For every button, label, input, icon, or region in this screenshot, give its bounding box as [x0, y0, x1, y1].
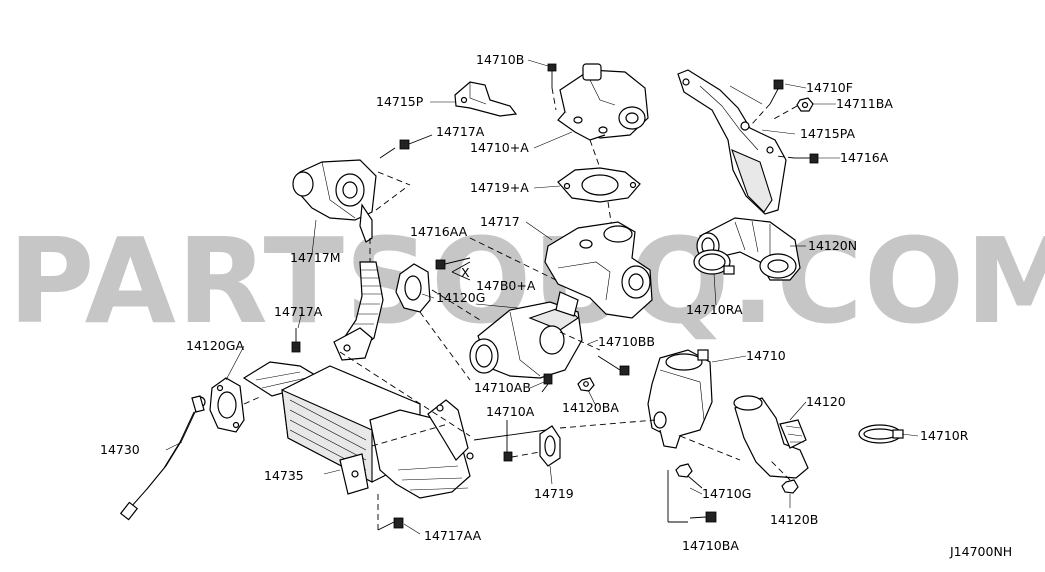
bolt-14717aa[interactable]	[377, 494, 404, 531]
bolt-14710ba[interactable]	[667, 470, 717, 523]
label-14120g: 14120G	[436, 290, 485, 305]
label-14717a-mid: 14717A	[274, 304, 323, 319]
egr-valve-14717m[interactable]	[292, 159, 377, 243]
bolt-14710ab[interactable]	[541, 373, 553, 393]
bracket-14715pa[interactable]	[677, 69, 787, 215]
bolt-14717a-mid[interactable]	[291, 328, 301, 353]
gasket-14719-plus-a[interactable]	[557, 167, 641, 203]
label-14710g: 14710G	[702, 486, 751, 501]
egr-pipe-flexible[interactable]	[333, 261, 384, 361]
bolt-14717a-top[interactable]	[379, 134, 433, 159]
sensor-cable-14730[interactable]	[119, 395, 206, 521]
label-14717: 14717	[480, 214, 520, 229]
label-14716aa: 14716AA	[410, 224, 468, 239]
bolt-14710bb[interactable]	[597, 355, 630, 376]
bolt-14710f[interactable]	[751, 79, 784, 125]
label-14717aa: 14717AA	[424, 528, 482, 543]
label-147b0-plus-a: 147B0+A	[476, 278, 536, 293]
label-14710ra: 14710RA	[686, 302, 743, 317]
label-14710bb: 14710BB	[598, 334, 655, 349]
label-14717a-top: 14717A	[436, 124, 485, 139]
gasket-14120g[interactable]	[395, 263, 431, 313]
label-14710a: 14710A	[486, 404, 535, 419]
part-labels: 14710B 14710F 14711BA 14715P 14715PA 147…	[100, 52, 1012, 559]
gasket-14120ga[interactable]	[209, 377, 245, 433]
label-14120n: 14120N	[808, 238, 857, 253]
nut-14120ba[interactable]	[577, 377, 595, 392]
clamp-14710r[interactable]	[858, 424, 904, 444]
diagram-code: J14700NH	[949, 544, 1012, 559]
label-14730: 14730	[100, 442, 140, 457]
nut-14711ba[interactable]	[771, 97, 814, 121]
bolt-14710a[interactable]	[503, 420, 541, 462]
label-14715p: 14715P	[376, 94, 424, 109]
nut-14120b[interactable]	[769, 459, 799, 494]
egr-valve-14710[interactable]	[647, 349, 713, 449]
egr-valve-top[interactable]	[557, 63, 649, 141]
gasket-14719[interactable]	[539, 425, 561, 467]
label-14120ga: 14120GA	[186, 338, 244, 353]
hose-14120[interactable]	[733, 395, 809, 479]
label-14715pa: 14715PA	[800, 126, 856, 141]
label-14710b: 14710B	[476, 52, 524, 67]
label-14716a: 14716A	[840, 150, 889, 165]
bolt-14716a[interactable]	[775, 153, 819, 164]
egr-bypass-valve-14717[interactable]	[544, 221, 653, 319]
label-14120: 14120	[806, 394, 846, 409]
label-14710: 14710	[746, 348, 786, 363]
egr-cooler-14735[interactable]	[242, 361, 474, 499]
label-14719: 14719	[534, 486, 574, 501]
label-14717m: 14717M	[290, 250, 341, 265]
bolt-14710g[interactable]	[675, 463, 703, 489]
label-14719-plus-a: 14719+A	[470, 180, 529, 195]
bolt-14710b[interactable]	[547, 63, 557, 111]
label-14120b: 14120B	[770, 512, 818, 527]
label-x: X	[461, 265, 470, 280]
label-14710r: 14710R	[920, 428, 969, 443]
bracket-14715p[interactable]	[454, 81, 518, 117]
label-14735: 14735	[264, 468, 304, 483]
bolt-14716aa[interactable]	[435, 257, 471, 270]
hose-14120n[interactable]	[696, 217, 801, 281]
label-14120ba: 14120BA	[562, 400, 619, 415]
clamp-14710ra[interactable]	[693, 249, 735, 275]
label-14710ba: 14710BA	[682, 538, 739, 553]
label-14711ba: 14711BA	[836, 96, 893, 111]
throttle-valve-147b0-plus-a[interactable]	[469, 291, 583, 379]
dimension-x-marker	[451, 261, 471, 281]
leader-lines	[165, 59, 919, 535]
label-14710ab: 14710AB	[474, 380, 531, 395]
label-14710-plus-a: 14710+A	[470, 140, 529, 155]
label-14710f: 14710F	[806, 80, 853, 95]
